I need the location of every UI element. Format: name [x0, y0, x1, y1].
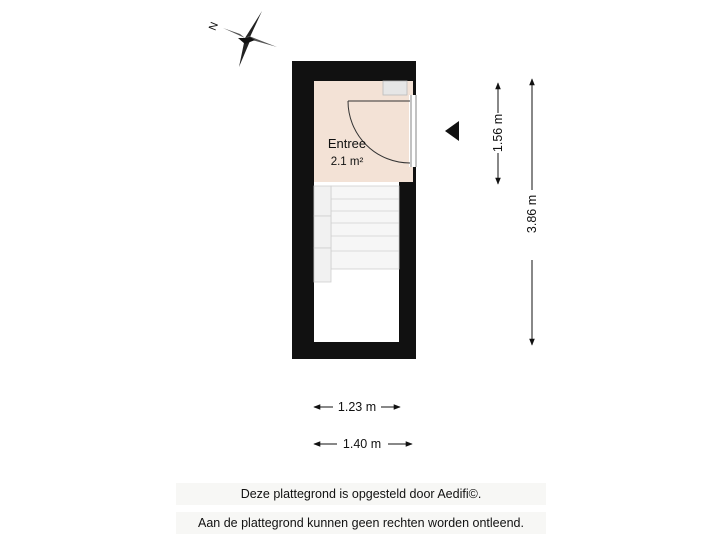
dim-label-1-40: 1.40 m	[343, 437, 381, 451]
dim-label-1-23: 1.23 m	[338, 400, 376, 414]
compass-rose-icon: N	[207, 11, 277, 67]
door-opening	[409, 95, 418, 167]
dim-label-3-86: 3.86 m	[525, 195, 539, 233]
room-name: Entree	[328, 136, 366, 151]
footer-credit: Deze plattegrond is opgesteld door Aedif…	[176, 483, 546, 505]
footer-disclaimer: Aan de plattegrond kunnen geen rechten w…	[176, 512, 546, 534]
dim-label-1-56: 1.56 m	[491, 114, 505, 152]
door-swing-arc	[347, 100, 411, 164]
north-label: N	[207, 20, 221, 32]
entrance-arrow-icon	[445, 121, 459, 141]
wall-niche	[382, 80, 408, 96]
entrance-room-floor	[314, 81, 413, 182]
staircase	[313, 185, 400, 283]
room-area: 2.1 m²	[331, 156, 364, 168]
